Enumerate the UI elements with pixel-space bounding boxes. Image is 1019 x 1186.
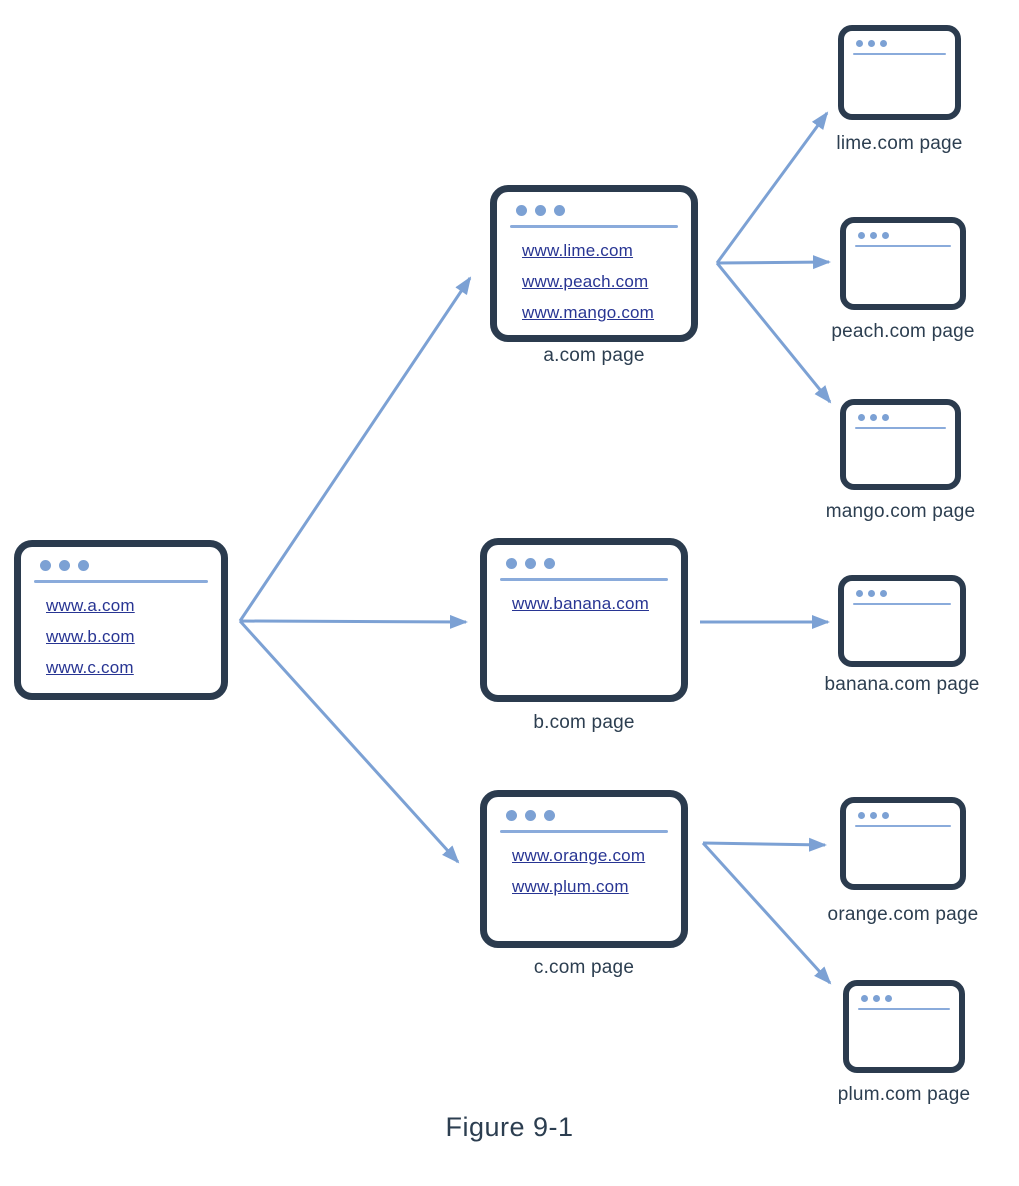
window-dots-icon xyxy=(856,40,955,47)
window-dot xyxy=(78,560,89,571)
browser-window-peach xyxy=(840,217,966,310)
window-dots-icon xyxy=(858,232,960,239)
arrow-start-to-b xyxy=(239,614,468,629)
window-dot xyxy=(856,40,863,47)
page-links: www.orange.com www.plum.com xyxy=(512,846,681,897)
window-dot xyxy=(870,414,877,421)
titlebar-line xyxy=(500,578,668,581)
label-c-com-page: c.com page xyxy=(533,957,635,978)
window-dots-icon xyxy=(858,414,955,421)
arrow-start-to-a xyxy=(238,276,472,622)
arrow-a-to-peach xyxy=(716,255,831,270)
window-dot xyxy=(506,810,517,821)
label-a-com-page: a.com page xyxy=(543,345,645,366)
link-www-peach-com: www.peach.com xyxy=(522,272,649,291)
window-dots-icon xyxy=(516,205,691,216)
link-www-lime-com: www.lime.com xyxy=(522,241,634,260)
window-dot xyxy=(870,812,877,819)
page-links: www.lime.com www.peach.com www.mango.com xyxy=(522,241,691,323)
link-www-banana-com: www.banana.com xyxy=(512,594,649,613)
titlebar-line xyxy=(853,603,951,605)
label-peach-com-page: peach.com page xyxy=(831,321,975,342)
window-dots-icon xyxy=(856,590,960,597)
window-dot xyxy=(506,558,517,569)
browser-window-mango xyxy=(840,399,961,490)
titlebar-line xyxy=(858,1008,950,1010)
window-dot xyxy=(882,812,889,819)
link-www-orange-com: www.orange.com xyxy=(512,846,646,865)
window-dot xyxy=(882,414,889,421)
arrow-start-to-c xyxy=(238,619,460,864)
page-links: www.a.com www.b.com www.c.com xyxy=(46,596,221,678)
window-dot xyxy=(858,812,865,819)
window-dot xyxy=(856,590,863,597)
link-www-plum-com: www.plum.com xyxy=(512,877,629,896)
window-dots-icon xyxy=(861,995,959,1002)
browser-window-orange xyxy=(840,797,966,890)
arrow-c-to-orange xyxy=(702,837,827,852)
titlebar-line xyxy=(855,245,951,247)
label-plum-com-page: plum.com page xyxy=(837,1084,971,1105)
label-b-com-page: b.com page xyxy=(533,712,635,733)
window-dots-icon xyxy=(506,810,681,821)
window-dots-icon xyxy=(506,558,681,569)
window-dots-icon xyxy=(858,812,960,819)
link-www-b-com: www.b.com xyxy=(46,627,135,646)
window-dot xyxy=(873,995,880,1002)
label-orange-com-page: orange.com page xyxy=(827,904,979,925)
window-dots-icon xyxy=(40,560,221,571)
titlebar-line xyxy=(855,427,946,429)
label-banana-com-page: banana.com page xyxy=(824,674,980,695)
window-dot xyxy=(544,810,555,821)
browser-window-banana xyxy=(838,575,966,667)
window-dot xyxy=(885,995,892,1002)
link-www-mango-com: www.mango.com xyxy=(522,303,655,322)
browser-window-plum xyxy=(843,980,965,1073)
window-dot xyxy=(535,205,546,216)
window-dot xyxy=(525,558,536,569)
window-dot xyxy=(516,205,527,216)
titlebar-line xyxy=(853,53,946,55)
window-dot xyxy=(868,590,875,597)
window-dot xyxy=(525,810,536,821)
label-lime-com-page: lime.com page xyxy=(836,133,963,154)
window-dot xyxy=(59,560,70,571)
window-dot xyxy=(880,590,887,597)
figure-caption: Figure 9-1 xyxy=(445,1112,574,1142)
titlebar-line xyxy=(500,830,668,833)
titlebar-line xyxy=(34,580,208,583)
browser-window-lime xyxy=(838,25,961,120)
window-dot xyxy=(868,40,875,47)
page-links: www.banana.com xyxy=(512,594,681,614)
browser-window-a: www.lime.com www.peach.com www.mango.com xyxy=(490,185,698,342)
titlebar-line xyxy=(855,825,951,827)
window-dot xyxy=(882,232,889,239)
window-dot xyxy=(858,414,865,421)
titlebar-line xyxy=(510,225,678,228)
browser-window-c: www.orange.com www.plum.com xyxy=(480,790,688,948)
window-dot xyxy=(554,205,565,216)
window-dot xyxy=(544,558,555,569)
window-dot xyxy=(880,40,887,47)
window-dot xyxy=(870,232,877,239)
browser-window-b: www.banana.com xyxy=(480,538,688,702)
label-mango-com-page: mango.com page xyxy=(825,501,976,522)
window-dot xyxy=(858,232,865,239)
window-dot xyxy=(40,560,51,571)
link-www-c-com: www.c.com xyxy=(46,658,134,677)
browser-window-start: www.a.com www.b.com www.c.com xyxy=(14,540,228,700)
window-dot xyxy=(861,995,868,1002)
link-www-a-com: www.a.com xyxy=(46,596,135,615)
